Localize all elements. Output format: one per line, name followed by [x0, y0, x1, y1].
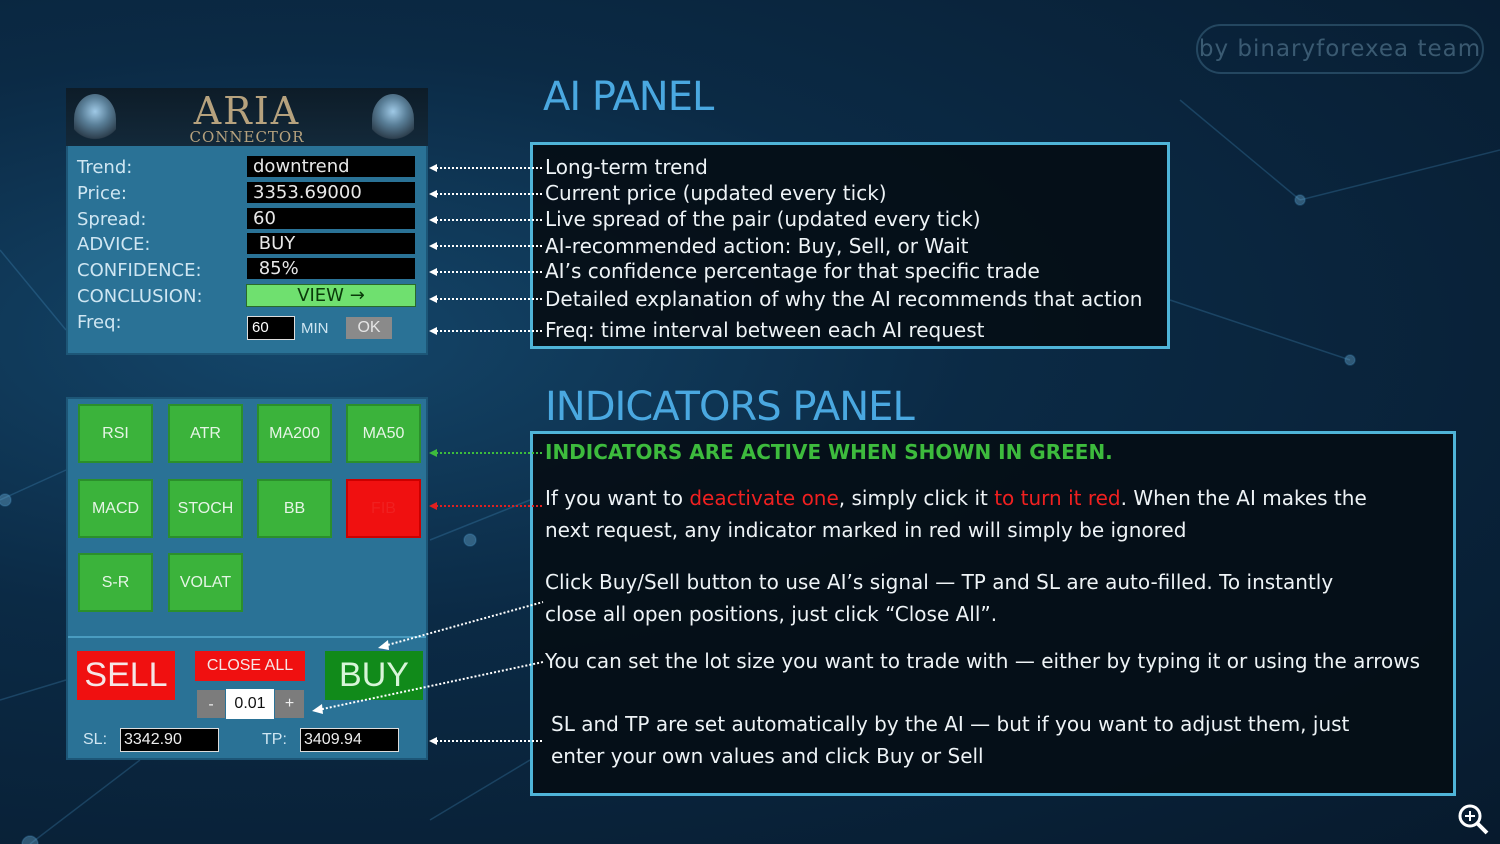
tp-input[interactable]: 3409.94 [300, 728, 399, 752]
robot-head-icon [372, 94, 414, 144]
indicators-panel-title: INDICATORS PANEL [545, 384, 915, 430]
divider [68, 636, 426, 638]
ok-button[interactable]: OK [346, 317, 392, 339]
indicator-toggle-s-r[interactable]: S-R [78, 553, 153, 612]
buy-sell-text-2: close all open positions, just click “Cl… [545, 602, 998, 626]
indicator-toggle-ma50[interactable]: MA50 [346, 404, 421, 463]
spread-value: 60 [247, 208, 415, 229]
text: If you want to [545, 486, 690, 510]
indicator-toggle-ma200[interactable]: MA200 [257, 404, 332, 463]
trend-label: Trend: [77, 157, 133, 178]
sl-tp-text-2: enter your own values and click Buy or S… [551, 744, 984, 768]
indicator-toggle-volat[interactable]: VOLAT [168, 553, 243, 612]
desc-confidence: AI’s confidence percentage for that spec… [545, 259, 1040, 283]
text: , simply click it [838, 486, 995, 510]
advice-label: ADVICE: [77, 234, 151, 255]
desc-freq: Freq: time interval between each AI requ… [545, 318, 985, 342]
indicator-toggle-stoch[interactable]: STOCH [168, 479, 243, 538]
spread-label: Spread: [77, 209, 147, 230]
freq-label: Freq: [77, 312, 122, 333]
text: . When the AI makes the [1120, 486, 1367, 510]
lot-size-input[interactable]: 0.01 [226, 689, 274, 719]
buy-sell-text: Click Buy/Sell button to use AI’s signal… [545, 570, 1334, 594]
sl-label: SL: [83, 731, 108, 748]
lot-decrease-button[interactable]: - [197, 690, 225, 718]
freq-input[interactable]: 60 [247, 316, 295, 340]
price-label: Price: [77, 183, 127, 204]
close-all-button[interactable]: CLOSE ALL [195, 651, 305, 681]
zoom-in-icon[interactable] [1456, 802, 1490, 836]
confidence-label: CONFIDENCE: [77, 260, 202, 281]
aria-logo-header: ARIA CONNECTOR [66, 88, 428, 146]
desc-trend: Long-term trend [545, 155, 708, 179]
lot-increase-button[interactable]: + [275, 690, 304, 718]
desc-conclusion: Detailed explanation of why the AI recom… [545, 287, 1143, 311]
watermark: by binaryforexea team [1196, 24, 1484, 74]
deactivate-text-2: next request, any indicator marked in re… [545, 518, 1187, 542]
indicator-toggle-bb[interactable]: BB [257, 479, 332, 538]
sell-button[interactable]: SELL [77, 651, 175, 700]
desc-advice: AI-recommended action: Buy, Sell, or Wai… [545, 234, 969, 258]
tp-label: TP: [262, 731, 287, 748]
freq-unit: MIN [301, 320, 329, 337]
ai-description-box [530, 142, 1170, 349]
advice-value: BUY [247, 233, 415, 254]
logo-subtitle: CONNECTOR [189, 128, 305, 146]
price-value: 3353.69000 [247, 182, 415, 203]
indicators-description-box [530, 431, 1456, 796]
view-conclusion-button[interactable]: VIEW → [246, 284, 416, 307]
indicator-toggle-rsi[interactable]: RSI [78, 404, 153, 463]
conclusion-label: CONCLUSION: [77, 286, 203, 307]
desc-spread: Live spread of the pair (updated every t… [545, 207, 981, 231]
lot-size-text: You can set the lot size you want to tra… [545, 649, 1421, 673]
ai-panel-title: AI PANEL [543, 74, 714, 120]
text-red: deactivate one [689, 486, 839, 510]
buy-button[interactable]: BUY [325, 651, 423, 700]
sl-tp-text: SL and TP are set automatically by the A… [551, 712, 1350, 736]
confidence-value: 85% [247, 258, 415, 279]
indicator-toggle-atr[interactable]: ATR [168, 404, 243, 463]
deactivate-text: If you want to deactivate one, simply cl… [545, 486, 1367, 510]
green-note: INDICATORS ARE ACTIVE WHEN SHOWN IN GREE… [545, 440, 1113, 464]
text-red: to turn it red [994, 486, 1121, 510]
indicator-toggle-macd[interactable]: MACD [78, 479, 153, 538]
sl-input[interactable]: 3342.90 [120, 728, 219, 752]
indicator-toggle-fib[interactable]: FIB [346, 479, 421, 538]
desc-price: Current price (updated every tick) [545, 181, 887, 205]
trend-value: downtrend [247, 156, 415, 177]
robot-head-icon [74, 94, 116, 144]
logo-title: ARIA [193, 89, 301, 133]
